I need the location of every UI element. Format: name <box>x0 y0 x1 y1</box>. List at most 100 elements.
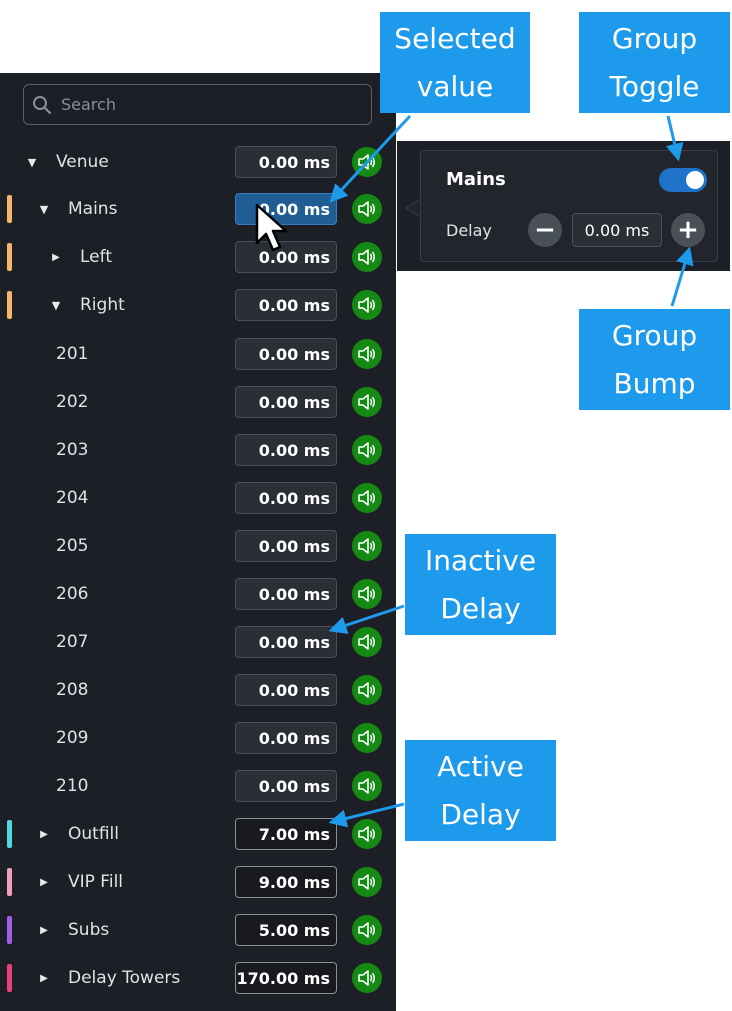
tree-row[interactable]: ▶ Left 0.00 ms <box>0 233 396 281</box>
tree-row[interactable]: 206 0.00 ms <box>0 570 396 618</box>
delay-tree-list: ▼ Venue 0.00 ms ▼ Mains 0.00 ms ▶ Left 0.00 ms ▼ R… <box>0 73 396 1011</box>
speaker-icon[interactable] <box>352 339 382 369</box>
speaker-icon[interactable] <box>352 531 382 561</box>
callout-group-toggle: Group Toggle <box>579 12 730 113</box>
tree-row[interactable]: 204 0.00 ms <box>0 474 396 522</box>
caret-down-icon[interactable]: ▼ <box>51 298 61 312</box>
tree-row[interactable]: 205 0.00 ms <box>0 522 396 570</box>
row-label: 205 <box>56 536 89 556</box>
delay-value-field[interactable]: 0.00 ms <box>235 722 337 754</box>
speaker-icon[interactable] <box>352 915 382 945</box>
row-label: Right <box>80 295 125 315</box>
row-label: 206 <box>56 584 89 604</box>
group-toggle[interactable] <box>659 168 707 192</box>
speaker-icon[interactable] <box>352 579 382 609</box>
speaker-icon[interactable] <box>352 675 382 705</box>
speaker-icon[interactable] <box>352 963 382 993</box>
tree-row[interactable]: ▼ Venue 0.00 ms <box>0 138 396 186</box>
callout-line: Delay <box>440 592 521 625</box>
callout-inactive-delay: Inactive Delay <box>405 534 556 635</box>
speaker-icon[interactable] <box>352 194 382 224</box>
callout-line: Selected <box>394 22 516 55</box>
delay-value-field[interactable]: 0.00 ms <box>235 193 337 225</box>
delay-value-field[interactable]: 0.00 ms <box>235 338 337 370</box>
row-label: Outfill <box>68 824 119 844</box>
callout-active-delay: Active Delay <box>405 740 556 841</box>
popup-delay-value[interactable]: 0.00 ms <box>572 213 662 247</box>
caret-right-icon[interactable]: ▶ <box>40 876 48 888</box>
tree-row[interactable]: ▶ Outfill 7.00 ms <box>0 810 396 858</box>
speaker-icon[interactable] <box>352 867 382 897</box>
delay-value-field[interactable]: 0.00 ms <box>235 482 337 514</box>
row-label: Venue <box>56 152 109 172</box>
callout-line: value <box>416 70 494 103</box>
row-label: 202 <box>56 392 89 412</box>
popup-pointer-inner <box>407 199 421 217</box>
speaker-icon[interactable] <box>352 627 382 657</box>
speaker-icon[interactable] <box>352 387 382 417</box>
row-label: 210 <box>56 776 89 796</box>
callout-line: Group <box>611 319 698 352</box>
tree-row[interactable]: ▼ Mains 0.00 ms <box>0 185 396 233</box>
delay-value-field[interactable]: 0.00 ms <box>235 241 337 273</box>
search-input[interactable]: Search <box>23 84 372 125</box>
delay-value-field[interactable]: 0.00 ms <box>235 289 337 321</box>
speaker-icon[interactable] <box>352 819 382 849</box>
tree-row[interactable]: 207 0.00 ms <box>0 618 396 666</box>
group-bump-button[interactable]: + <box>671 213 705 247</box>
delay-value-field[interactable]: 0.00 ms <box>235 770 337 802</box>
decrement-button[interactable]: − <box>528 213 562 247</box>
speaker-icon[interactable] <box>352 290 382 320</box>
search-icon <box>33 95 52 114</box>
delay-value-field[interactable]: 0.00 ms <box>235 386 337 418</box>
tree-row[interactable]: ▶ Delay Towers 170.00 ms <box>0 954 396 1002</box>
speaker-icon[interactable] <box>352 771 382 801</box>
caret-down-icon[interactable]: ▼ <box>27 155 37 169</box>
row-label: 207 <box>56 632 89 652</box>
speaker-icon[interactable] <box>352 242 382 272</box>
row-label: Left <box>80 247 112 267</box>
speaker-icon[interactable] <box>352 723 382 753</box>
delay-value-field[interactable]: 0.00 ms <box>235 626 337 658</box>
mouse-cursor-icon <box>255 203 288 252</box>
delay-value-field[interactable]: 170.00 ms <box>235 962 337 994</box>
row-label: Delay Towers <box>68 968 181 988</box>
row-label: Mains <box>68 199 118 219</box>
callout-group-bump: Group Bump <box>579 309 730 410</box>
row-label: 208 <box>56 680 89 700</box>
delay-value-field[interactable]: 5.00 ms <box>235 914 337 946</box>
callout-line: Toggle <box>609 70 700 103</box>
speaker-icon[interactable] <box>352 147 382 177</box>
tree-row[interactable]: 203 0.00 ms <box>0 426 396 474</box>
callout-line: Active <box>437 750 524 783</box>
tree-row[interactable]: 210 0.00 ms <box>0 762 396 810</box>
speaker-icon[interactable] <box>352 435 382 465</box>
delay-value-field[interactable]: 0.00 ms <box>235 146 337 178</box>
callout-line: Bump <box>613 367 696 400</box>
tree-row[interactable]: ▼ Right 0.00 ms <box>0 281 396 329</box>
popup-title: Mains <box>446 169 506 190</box>
row-label: Subs <box>68 920 110 940</box>
caret-down-icon[interactable]: ▼ <box>39 202 49 216</box>
delay-value-field[interactable]: 7.00 ms <box>235 818 337 850</box>
tree-row[interactable]: 208 0.00 ms <box>0 666 396 714</box>
caret-right-icon[interactable]: ▶ <box>40 972 48 984</box>
row-label: 203 <box>56 440 89 460</box>
group-color-bar <box>7 291 12 319</box>
caret-right-icon[interactable]: ▶ <box>52 251 60 263</box>
delay-value-field[interactable]: 9.00 ms <box>235 866 337 898</box>
delay-value-field[interactable]: 0.00 ms <box>235 434 337 466</box>
row-label: 204 <box>56 488 89 508</box>
caret-right-icon[interactable]: ▶ <box>40 924 48 936</box>
delay-value-field[interactable]: 0.00 ms <box>235 674 337 706</box>
tree-row[interactable]: ▶ Subs 5.00 ms <box>0 906 396 954</box>
delay-value-field[interactable]: 0.00 ms <box>235 578 337 610</box>
speaker-icon[interactable] <box>352 483 382 513</box>
caret-right-icon[interactable]: ▶ <box>40 828 48 840</box>
popup-delay-label: Delay <box>446 221 492 240</box>
delay-value-field[interactable]: 0.00 ms <box>235 530 337 562</box>
tree-row[interactable]: 202 0.00 ms <box>0 378 396 426</box>
